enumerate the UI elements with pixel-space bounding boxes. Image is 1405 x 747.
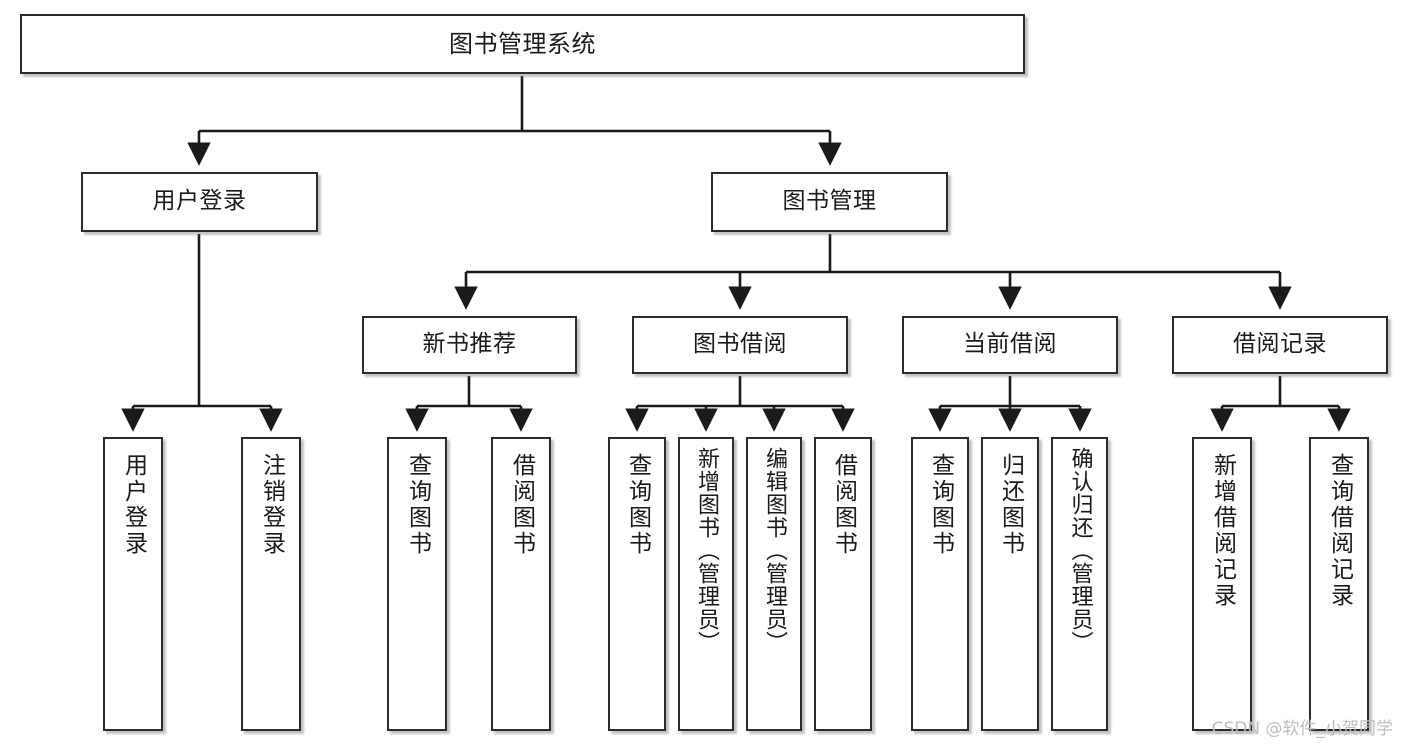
node-root-book-management-system[interactable]: 图书管理系统 bbox=[20, 14, 1025, 74]
leaf-user-login[interactable]: 用户登录 bbox=[103, 437, 163, 731]
node-label: 确认归还（管理员） bbox=[1067, 447, 1093, 654]
leaf-borrow-book-recommend[interactable]: 借阅图书 bbox=[491, 437, 551, 731]
csdn-watermark: CSDN @软件_小贺同学 bbox=[1211, 719, 1393, 739]
leaf-confirm-return-admin[interactable]: 确认归还（管理员） bbox=[1051, 437, 1108, 731]
leaf-query-book-recommend[interactable]: 查询图书 bbox=[387, 437, 447, 731]
leaf-logout[interactable]: 注销登录 bbox=[241, 437, 301, 731]
node-label: 用户登录 bbox=[152, 188, 247, 215]
leaf-borrow-book[interactable]: 借阅图书 bbox=[814, 437, 872, 731]
node-current-borrow[interactable]: 当前借阅 bbox=[902, 316, 1118, 374]
node-label: 注销登录 bbox=[258, 453, 285, 557]
node-label: 查询图书 bbox=[404, 453, 431, 557]
node-label: 图书借阅 bbox=[693, 331, 787, 358]
node-label: 用户登录 bbox=[120, 453, 147, 557]
node-label: 图书管理 bbox=[782, 188, 877, 215]
node-new-book-recommend[interactable]: 新书推荐 bbox=[362, 316, 577, 374]
node-label: 新增图书（管理员） bbox=[694, 447, 719, 654]
node-label: 编辑图书（管理员） bbox=[762, 447, 787, 654]
leaf-query-borrow-record[interactable]: 查询借阅记录 bbox=[1309, 437, 1369, 731]
node-book-borrow[interactable]: 图书借阅 bbox=[632, 316, 848, 374]
node-label: 查询图书 bbox=[927, 453, 954, 557]
node-label: 当前借阅 bbox=[963, 331, 1057, 358]
node-label: 借阅图书 bbox=[508, 453, 535, 557]
node-label: 新增借阅记录 bbox=[1209, 453, 1236, 609]
node-borrow-record[interactable]: 借阅记录 bbox=[1172, 316, 1388, 374]
node-book-management[interactable]: 图书管理 bbox=[711, 172, 948, 232]
leaf-add-book-admin[interactable]: 新增图书（管理员） bbox=[678, 437, 734, 731]
node-label: 查询图书 bbox=[624, 453, 651, 557]
node-user-login[interactable]: 用户登录 bbox=[81, 172, 318, 232]
leaf-add-borrow-record[interactable]: 新增借阅记录 bbox=[1192, 437, 1252, 731]
node-label: 借阅记录 bbox=[1233, 331, 1327, 358]
leaf-return-book[interactable]: 归还图书 bbox=[981, 437, 1039, 731]
leaf-query-book-current[interactable]: 查询图书 bbox=[911, 437, 969, 731]
leaf-edit-book-admin[interactable]: 编辑图书（管理员） bbox=[746, 437, 802, 731]
leaf-query-book-borrow[interactable]: 查询图书 bbox=[608, 437, 666, 731]
node-label: 新书推荐 bbox=[422, 331, 517, 358]
node-label: 查询借阅记录 bbox=[1326, 453, 1353, 609]
node-label: 图书管理系统 bbox=[449, 29, 596, 58]
node-label: 归还图书 bbox=[997, 453, 1024, 557]
node-label: 借阅图书 bbox=[830, 453, 857, 557]
